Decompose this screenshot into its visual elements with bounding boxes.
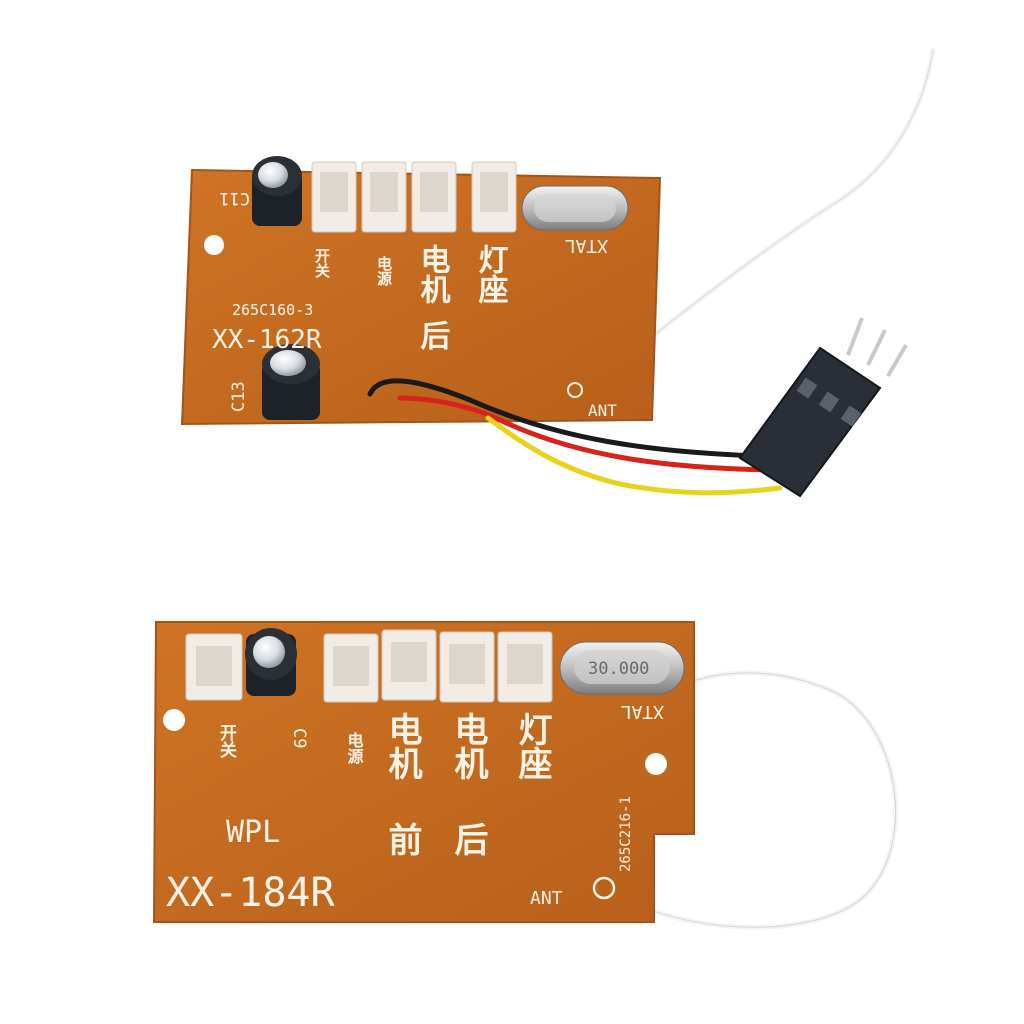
board-model-bottom: XX-184R (166, 870, 335, 916)
mount-hole (163, 709, 185, 731)
crystal-marking: 30.000 (588, 659, 649, 679)
receiver-board-bottom: 30.000 开关 C9 电源 电机 前 电机 后 灯座 XTAL 265C21… (152, 621, 899, 930)
crystal-oscillator-top (521, 185, 629, 231)
cap-label-c13: C13 (229, 381, 249, 412)
label-light-top: 灯座 (473, 244, 509, 304)
crystal-oscillator-bottom: 30.000 (559, 641, 685, 695)
connector-rear-motor-bottom (439, 631, 495, 703)
label-switch-top: 开关 (313, 248, 331, 279)
pcb-bottom (152, 621, 695, 923)
connector-front-motor-bottom (381, 629, 437, 701)
connector-switch-bottom (185, 633, 243, 701)
board-brand-bottom: WPL (226, 815, 280, 850)
label-power-top: 电源 (375, 255, 393, 287)
servo-plug (738, 317, 908, 498)
connector-power-bottom (323, 633, 379, 703)
label-antenna-top: ANT (588, 401, 617, 420)
label-xtal-bottom: XTAL (620, 701, 664, 722)
board-code-top: 265C160-3 (232, 301, 313, 319)
label-switch-bottom: 开关 (216, 724, 237, 759)
connector-light-top (471, 161, 517, 233)
cap-label-c11: C11 (219, 188, 250, 208)
mount-hole (204, 235, 224, 255)
label-rear-motor-2: 后 (448, 822, 488, 857)
connector-light-bottom (497, 631, 553, 703)
label-rear-motor-1: 电机 (448, 712, 488, 781)
connector-power-top (361, 161, 407, 233)
label-xtal-top: XTAL (564, 235, 608, 256)
capacitor-c11 (252, 156, 302, 226)
label-antenna-bottom: ANT (530, 888, 563, 909)
connector-switch-top (311, 161, 357, 233)
cap-label-c9: C9 (289, 728, 309, 748)
receiver-board-top: C11 C13 开关 电源 电机 后 灯座 XTAL 265C160-3 XX-… (180, 47, 936, 498)
board-model-top: XX-162R (212, 325, 322, 355)
label-motor-top: 电机 (415, 244, 451, 305)
capacitor-c9 (245, 628, 297, 696)
wire-harness (367, 378, 783, 496)
label-front-motor-1: 电机 (382, 712, 422, 781)
label-power-bottom: 电源 (345, 731, 364, 765)
mount-hole (645, 753, 667, 775)
capacitor-c13 (262, 344, 320, 420)
label-rear-top: 后 (415, 320, 451, 351)
board-code-bottom: 265C216-1 (618, 796, 634, 872)
label-light-bottom: 灯座 (512, 712, 552, 780)
connector-motor-top (411, 161, 457, 233)
label-front-motor-2: 前 (382, 822, 422, 856)
